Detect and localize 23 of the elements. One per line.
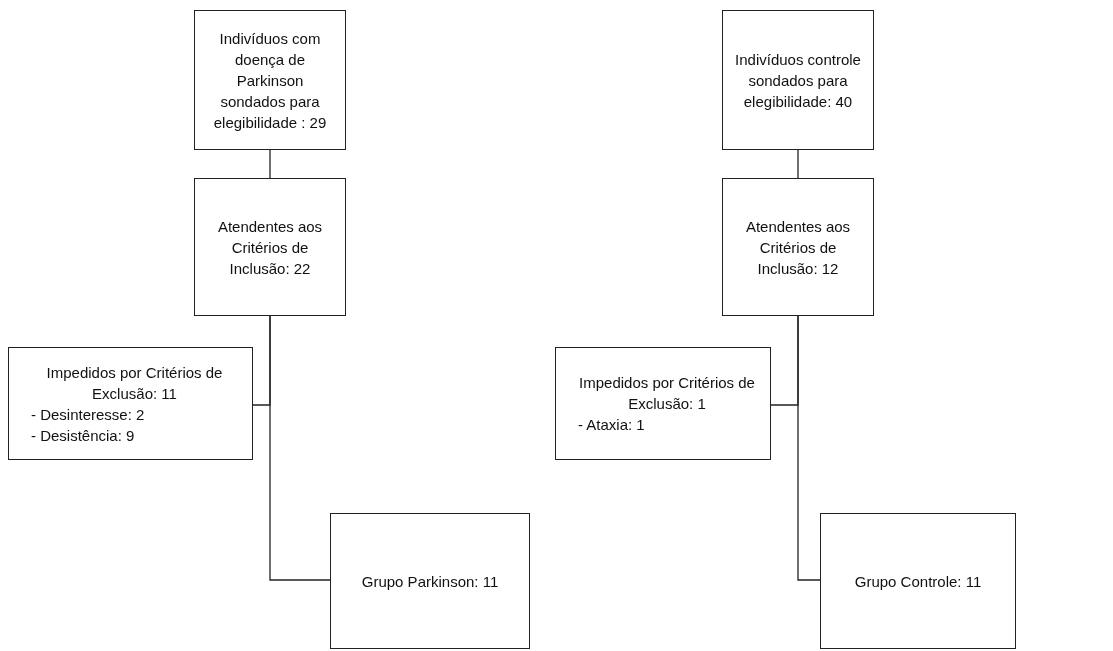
process-box [722,10,874,150]
connector-line [797,315,821,581]
box-text: Indivíduos controle sondados para elegibilidade: 40 [734,49,862,112]
process-box [330,513,530,649]
process-box [722,178,874,316]
connector-line [269,149,271,179]
process-box [194,178,346,316]
list-item: - Ataxia: 1 [577,415,645,435]
process-box [555,347,771,460]
box-text: Impedidos por Critérios de Exclusão: 1 [578,373,756,414]
connector-line [269,315,331,581]
box-text: Grupo Controle: 11 [854,571,982,592]
process-box [820,513,1016,649]
process-box [194,10,346,150]
process-box [8,347,253,460]
box-text: Impedidos por Critérios de Exclusão: 11 [45,362,224,404]
box-text: Indivíduos com doença de Parkinson sondados para elegibilidade : 29 [212,28,328,133]
list-item: - Desistência: 9 [30,425,135,446]
connector-line [797,149,799,179]
box-text: Grupo Parkinson: 11 [361,571,499,592]
box-text: Atendentes aos Critérios de Inclusão: 12 [744,216,852,279]
list-item: - Desinteresse: 2 [30,404,145,425]
box-text: Atendentes aos Critérios de Inclusão: 22 [216,216,324,279]
